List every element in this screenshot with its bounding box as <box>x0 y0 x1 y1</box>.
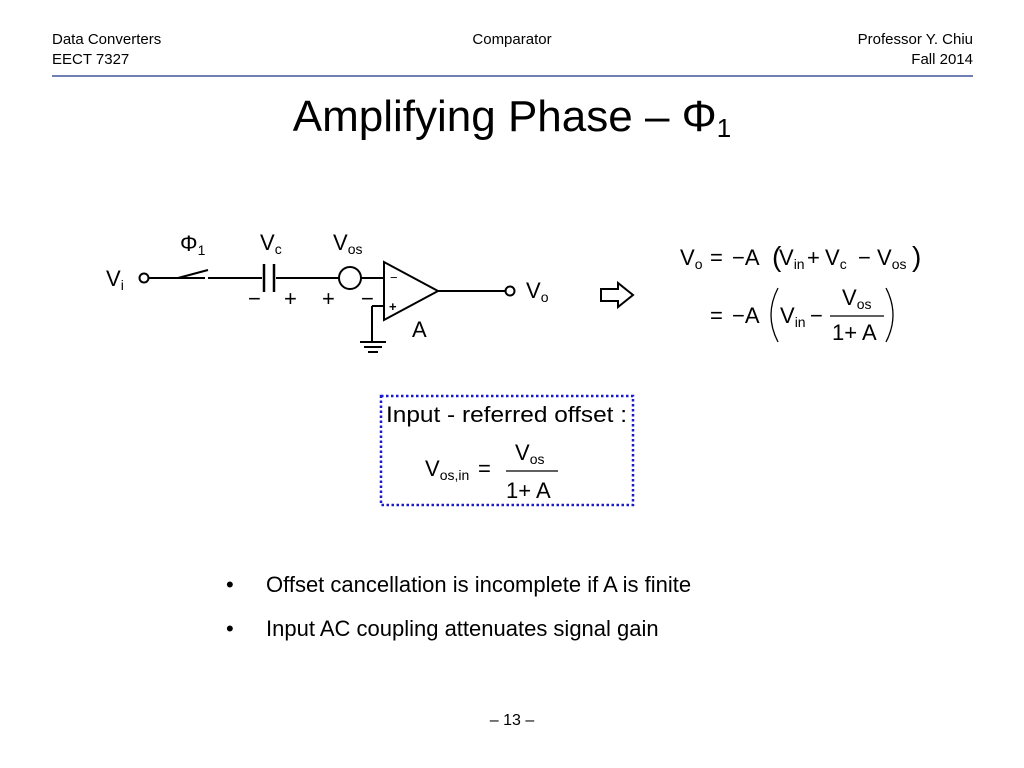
offset-formula: Vos,in = Vos 1+ A <box>425 440 558 503</box>
svg-text:(: ( <box>772 241 782 272</box>
bullet-text: Offset cancellation is incomplete if A i… <box>266 572 692 597</box>
header-rule <box>52 75 973 77</box>
bullet-symbol: • <box>226 616 234 641</box>
gain-equation: Vo = −A ( Vin + Vc − Vos ) = −A Vin − Vo… <box>680 241 921 345</box>
phi1-label: Φ1 <box>180 231 206 258</box>
svg-text:Vin: Vin <box>780 303 806 330</box>
svg-text:=: = <box>710 245 723 270</box>
svg-text:Vin: Vin <box>779 245 805 272</box>
opamp-minus: − <box>390 270 398 285</box>
svg-text:Vos,in: Vos,in <box>425 456 469 483</box>
offset-box <box>379 394 635 507</box>
vc-label: Vc <box>260 230 282 257</box>
offset-box-label: Input - referred offset : <box>386 402 627 427</box>
list-item: • Input AC coupling attenuates signal gai… <box>226 614 691 644</box>
opamp-plus: + <box>389 299 397 314</box>
slide-title-text: Amplifying Phase – Φ <box>292 92 717 141</box>
list-item: • Offset cancellation is incomplete if A … <box>226 570 691 600</box>
offset-source <box>338 266 362 290</box>
input-terminal <box>138 272 150 284</box>
svg-text:Vc: Vc <box>825 245 847 272</box>
svg-text:Vos: Vos <box>515 440 544 467</box>
svg-text:): ) <box>912 241 921 272</box>
bullet-list: • Offset cancellation is incomplete if A … <box>226 570 691 658</box>
bullet-symbol: • <box>226 572 234 597</box>
output-terminal <box>504 285 516 297</box>
implies-arrow-icon <box>600 280 635 310</box>
semester: Fall 2014 <box>911 51 973 68</box>
svg-text:−: − <box>810 303 823 328</box>
vos-plus: + <box>322 286 335 311</box>
svg-text:−: − <box>858 245 871 270</box>
amp-label: A <box>412 317 427 342</box>
vos-label: Vos <box>333 230 362 257</box>
svg-text:Vos: Vos <box>842 285 871 312</box>
svg-text:Vo: Vo <box>680 245 703 272</box>
cap-minus: − <box>248 286 261 311</box>
vi-label: Vi <box>106 266 124 293</box>
svg-text:=: = <box>478 456 491 481</box>
slide-title-subscript: 1 <box>716 113 732 143</box>
svg-text:Vos: Vos <box>877 245 906 272</box>
svg-text:+: + <box>807 245 820 270</box>
vo-label: Vo <box>526 278 549 305</box>
header-left: Data Converters EECT 7327 <box>52 30 161 70</box>
cap-plus: + <box>284 286 297 311</box>
svg-text:=: = <box>710 303 723 328</box>
page-number: – 13 – <box>489 712 535 729</box>
svg-text:1+ A: 1+ A <box>506 478 551 503</box>
header-right: Professor Y. Chiu Fall 2014 <box>858 30 973 70</box>
course-name: Data Converters <box>52 31 162 48</box>
capacitor <box>262 264 276 292</box>
svg-text:−A: −A <box>732 303 760 328</box>
header-topic: Comparator <box>472 31 552 48</box>
switch-icon <box>177 269 262 279</box>
bullet-text: Input AC coupling attenuates signal gain <box>266 616 659 641</box>
slide-title: Amplifying Phase – Φ1 <box>0 90 1024 144</box>
instructor-name: Professor Y. Chiu <box>857 31 973 48</box>
svg-text:1+ A: 1+ A <box>832 320 877 345</box>
ground-icon <box>360 305 386 353</box>
opamp <box>383 260 441 322</box>
course-code: EECT 7327 <box>52 51 130 68</box>
svg-text:−A: −A <box>732 245 760 270</box>
vos-minus: − <box>361 286 374 311</box>
